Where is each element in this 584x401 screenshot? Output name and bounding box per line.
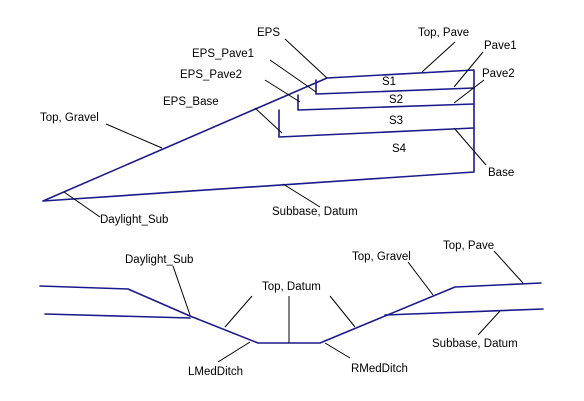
label-subbase-datum-bottom: Subbase, Datum [432, 338, 518, 350]
eps-pave2-step [297, 94, 475, 111]
bottom-subassembly: Daylight_Sub Top, Datum Top, Gravel Top,… [39, 240, 544, 378]
subbase-datum-leader [282, 183, 321, 208]
left-top-surface [39, 285, 191, 317]
label-top-pave: Top, Pave [418, 27, 469, 39]
label-daylight-sub-bottom: Daylight_Sub [125, 254, 193, 266]
daylight-sub-bottom-leader [172, 265, 191, 316]
eps-pave1-leader [269, 59, 317, 93]
eps-pave1-step [315, 79, 475, 95]
label-pave1: Pave1 [484, 40, 517, 52]
label-subbase-datum-top: Subbase, Datum [272, 206, 358, 218]
label-top-gravel-bottom: Top, Gravel [352, 251, 411, 263]
base-leader [453, 127, 487, 166]
label-daylight-sub-top: Daylight_Sub [100, 214, 168, 226]
subbase-datum-bottom-leader [477, 310, 501, 336]
label-s1: S1 [382, 76, 396, 88]
right-subbase-line [384, 308, 544, 316]
top-pave-bottom-leader [493, 250, 524, 284]
label-s2: S2 [389, 94, 403, 106]
label-rmed-ditch: RMedDitch [351, 363, 408, 375]
label-eps: EPS [257, 27, 280, 39]
eps-leader [284, 38, 328, 79]
label-eps-pave2: EPS_Pave2 [180, 69, 242, 81]
left-subbase-line [44, 313, 191, 319]
rmed-ditch-leader [324, 342, 351, 359]
top-subassembly: EPS EPS_Pave1 EPS_Pave2 EPS_Base Top, Gr… [40, 27, 517, 226]
pave1-leader [453, 51, 484, 88]
daylight-sub-leader [63, 191, 101, 218]
label-base: Base [488, 167, 514, 179]
top-pave-leader [421, 41, 456, 73]
top-datum-leader-right [329, 295, 356, 328]
label-s3: S3 [389, 115, 403, 127]
lmed-ditch-leader [217, 341, 251, 363]
label-eps-pave1: EPS_Pave1 [192, 48, 254, 60]
pave2-leader [453, 79, 485, 104]
top-gravel-bottom-leader [407, 261, 434, 296]
top-outline [42, 69, 475, 202]
label-top-datum: Top, Datum [262, 281, 321, 293]
top-datum-leader-left [224, 295, 253, 328]
label-pave2: Pave2 [482, 68, 515, 80]
median-ditch [189, 282, 542, 344]
label-eps-base: EPS_Base [163, 96, 219, 108]
eps-base-leader [254, 107, 283, 134]
eps-base-step [278, 109, 475, 138]
label-top-pave-bottom: Top, Pave [443, 240, 494, 252]
eps-pave2-leader [264, 79, 301, 103]
label-lmed-ditch: LMedDitch [188, 366, 243, 378]
label-s4: S4 [392, 143, 407, 155]
label-top-gravel: Top, Gravel [40, 112, 99, 124]
top-gravel-leader [105, 123, 163, 149]
